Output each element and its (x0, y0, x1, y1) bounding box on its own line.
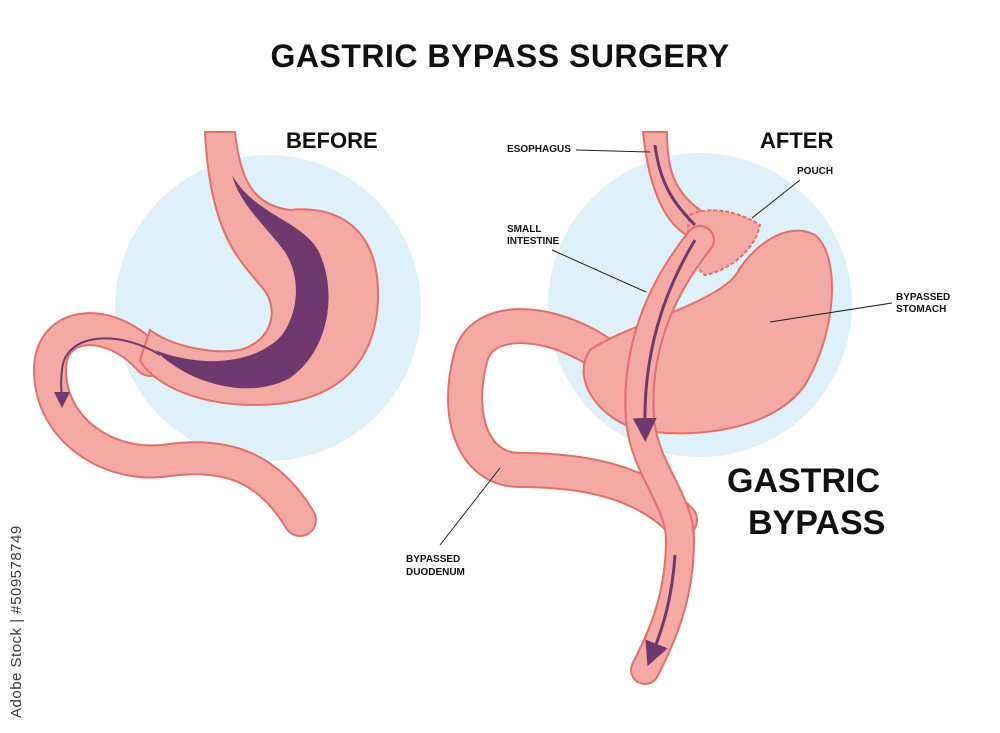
big-title-line1: GASTRIC (727, 462, 880, 500)
leader-small-intestine (551, 249, 647, 293)
before-stomach-lumen (155, 175, 329, 389)
label-pouch: POUCH (797, 166, 834, 177)
leader-bypassed-duodenum (439, 467, 501, 546)
before-label: BEFORE (286, 128, 378, 153)
label-small-intestine-line2: INTESTINE (507, 236, 560, 247)
before-stomach (32, 131, 380, 537)
label-bypassed-stomach-line1: BYPASSED (896, 292, 951, 303)
label-small-intestine-line1: SMALL (507, 224, 542, 235)
label-bypassed-duodenum-line2: DUODENUM (406, 567, 465, 578)
page-title: GASTRIC BYPASS SURGERY (270, 38, 730, 74)
label-bypassed-stomach-line2: STOMACH (896, 304, 947, 315)
big-title-line2: BYPASS (748, 504, 886, 542)
leader-pouch (751, 179, 801, 219)
after-anatomy (447, 131, 833, 685)
leader-lines (439, 149, 893, 546)
after-label: AFTER (760, 128, 834, 153)
leader-bypassed-stomach (769, 302, 893, 323)
stock-watermark-id: Adobe Stock | #509578749 (8, 525, 25, 718)
leader-esophagus (575, 149, 651, 153)
label-esophagus: ESOPHAGUS (507, 144, 571, 155)
label-bypassed-duodenum-line1: BYPASSED (406, 554, 461, 565)
